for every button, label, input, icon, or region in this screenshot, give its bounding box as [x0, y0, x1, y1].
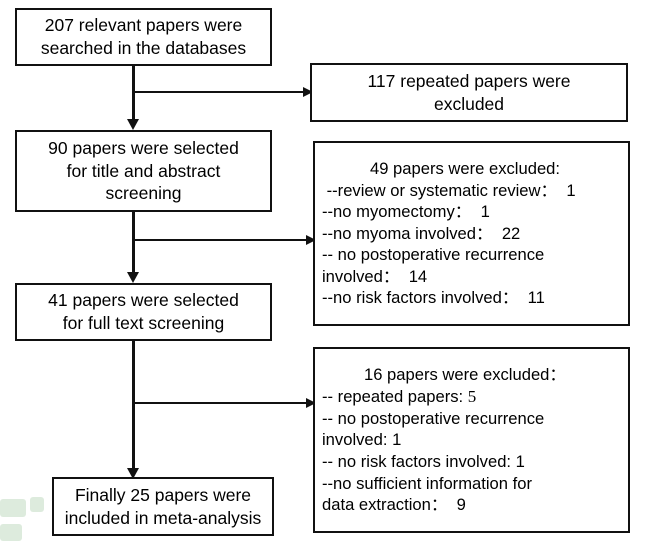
box-title-abstract-screening: 90 papers were selected for title and ab… — [15, 130, 272, 212]
connector-searched-to-screening — [132, 65, 135, 121]
reason-line: involved： 14 — [322, 266, 428, 286]
reason-line: data extraction： 9 — [322, 495, 466, 515]
reason-line: -- no postoperative recurrence — [322, 245, 545, 265]
arrow-right-icon — [303, 87, 313, 97]
connector-fulltext-to-included — [132, 341, 135, 471]
reason-line: --no sufficient information for — [322, 473, 532, 493]
watermark-fragment — [0, 524, 22, 541]
box-line: included in meta-analysis — [64, 507, 262, 528]
connector-to-excluded-49 — [133, 239, 311, 241]
arrow-down-icon — [127, 272, 139, 283]
box-line: screening — [105, 183, 182, 204]
box-excluded-49: 49 papers were excluded: --review or sys… — [313, 141, 630, 326]
box-line: searched in the databases — [40, 38, 247, 58]
box-excluded-16: 16 papers were excluded： -- repeated pap… — [313, 347, 630, 533]
reason-line: -- repeated papers: 5 — [322, 386, 624, 408]
box-line: for full text screening — [62, 313, 225, 333]
arrow-down-icon — [127, 119, 139, 130]
box-line: 207 relevant papers were — [44, 15, 243, 36]
box-header: 16 papers were excluded： — [363, 365, 566, 385]
reason-line: --no myomectomy： 1 — [322, 202, 490, 222]
watermark-fragment — [30, 497, 44, 512]
arrow-right-icon — [306, 235, 316, 245]
arrow-down-icon — [127, 468, 139, 479]
reason-line: -- no risk factors involved: 1 — [322, 452, 525, 472]
box-full-text-screening: 41 papers were selected for full text sc… — [15, 283, 272, 341]
box-included-meta-analysis: Finally 25 papers were included in meta-… — [52, 477, 274, 536]
box-line: 41 papers were selected — [48, 290, 239, 311]
box-papers-searched: 207 relevant papers were searched in the… — [15, 8, 272, 66]
repeated-count: 5 — [467, 386, 477, 406]
reason-line: involved: 1 — [322, 430, 402, 450]
box-line: 117 repeated papers were — [367, 70, 571, 91]
reason-text: -- repeated papers: — [322, 386, 468, 406]
reason-line: --review or systematic review： 1 — [322, 180, 576, 200]
connector-screening-to-fulltext — [132, 212, 135, 274]
arrow-right-icon — [306, 398, 316, 408]
box-line: for title and abstract — [66, 160, 221, 181]
box-line: Finally 25 papers were — [74, 484, 252, 505]
box-line: excluded — [433, 93, 505, 114]
connector-to-repeated-excluded — [133, 91, 308, 93]
watermark-fragment — [0, 499, 26, 517]
box-header: 49 papers were excluded: — [369, 159, 561, 179]
reason-line: -- no postoperative recurrence — [322, 408, 545, 428]
box-repeated-excluded: 117 repeated papers were excluded — [310, 63, 628, 122]
connector-to-excluded-16 — [133, 402, 311, 404]
reason-line: --no myoma involved： 22 — [322, 223, 521, 243]
box-line: 90 papers were selected — [48, 137, 239, 158]
reason-line: --no risk factors involved： 11 — [322, 288, 545, 308]
